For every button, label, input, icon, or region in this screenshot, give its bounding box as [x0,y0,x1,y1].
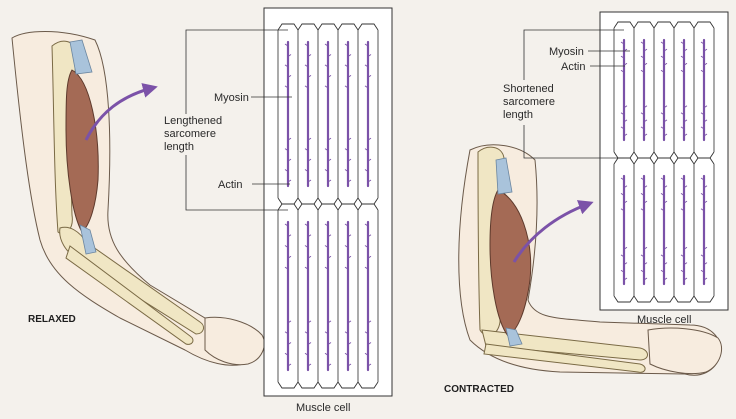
contracted-cell-label: Muscle cell [637,314,691,326]
relaxed-sarcomere-label: Lengthened sarcomere length [164,115,225,153]
contracted-myosin-label: Myosin [549,46,584,58]
relaxed-sarcomere-bracket [185,29,288,211]
relaxed-myosin-label: Myosin [214,92,249,104]
contracted-arm-illustration [458,144,722,376]
relaxed-cell-label: Muscle cell [296,402,350,414]
contracted-sarcomere-label: Shortened sarcomere length [503,83,558,121]
relaxed-arm-illustration [11,31,265,366]
contracted-actin-label: Actin [561,61,585,73]
relaxed-sarcomeres [277,23,379,389]
contracted-state-label: CONTRACTED [444,384,514,395]
contracted-sarcomeres [613,21,715,303]
zoom-arrow-icon [512,200,594,263]
zoom-arrow-icon [84,83,158,141]
contracted-sarcomere-bracket [523,29,624,159]
relaxed-state-label: RELAXED [28,314,76,325]
relaxed-actin-label: Actin [218,179,242,191]
